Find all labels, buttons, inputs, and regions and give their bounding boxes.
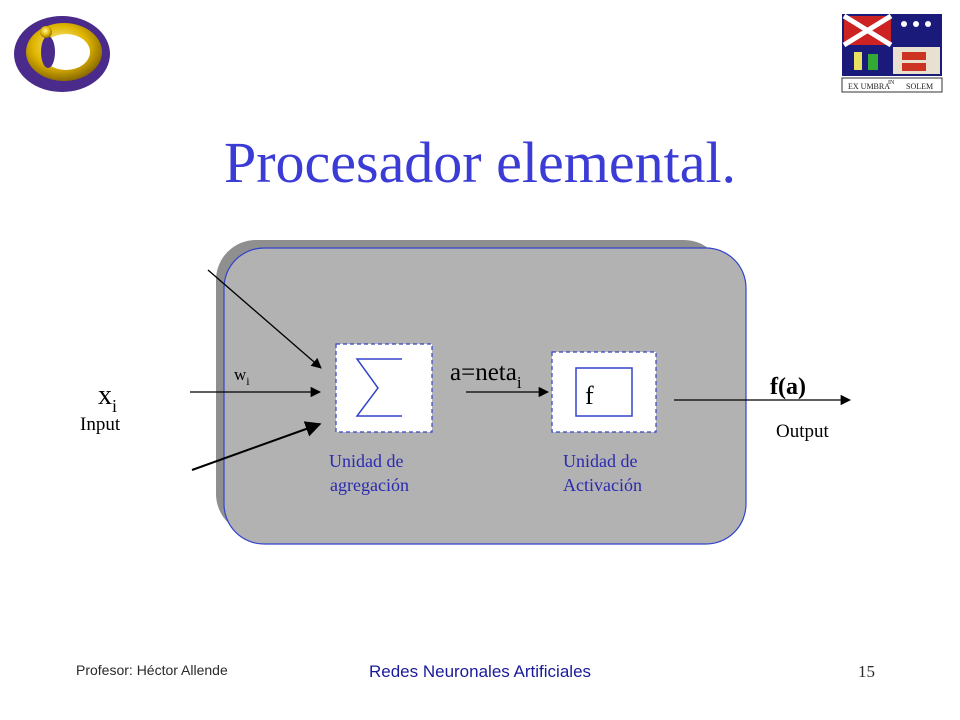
motto-right-text: SOLEM [906,82,933,91]
footer-course-title: Redes Neuronales Artificiales [368,662,592,681]
aggregation-unit-box [335,343,433,433]
sum-icon [355,358,402,417]
footer-professor: Profesor: Héctor Allende [76,662,228,678]
page-number: 15 [858,662,875,681]
net-label: a=netai [450,359,522,392]
activation-label-line2: Activación [563,475,642,495]
activation-label-line1: Unidad de [563,451,637,471]
input-line-top [207,269,322,369]
weight-symbol-subscript: i [246,374,250,388]
weight-symbol-base: w [234,365,247,384]
input-symbol-base: x [98,380,112,411]
input-symbol-subscript: i [112,396,117,416]
university-logo-icon [14,16,110,92]
input-line-bottom [191,421,322,471]
net-label-subscript: i [517,373,522,392]
coat-of-arms-icon: EX UMBRA IN SOLEM [841,13,943,93]
slide-title: Procesador elemental. [223,130,737,195]
neuron-panel [223,247,747,545]
input-label: Input [80,414,121,435]
aggregation-label-line2: agregación [330,475,409,495]
aggregation-label-line1: Unidad de [329,451,403,471]
processing-element-diagram: f xi Input wi a=netai f(a) Output Unidad… [80,240,852,545]
motto-middle-text: IN [888,80,895,86]
output-label: Output [776,421,830,442]
output-symbol: f(a) [770,374,806,400]
net-label-base: a=neta [450,359,517,386]
motto-left-text: EX UMBRA [848,82,890,91]
input-symbol: xi [98,380,117,416]
activation-function-glyph: f [585,381,594,410]
activation-function-box [575,367,633,417]
weight-symbol: wi [234,365,250,388]
